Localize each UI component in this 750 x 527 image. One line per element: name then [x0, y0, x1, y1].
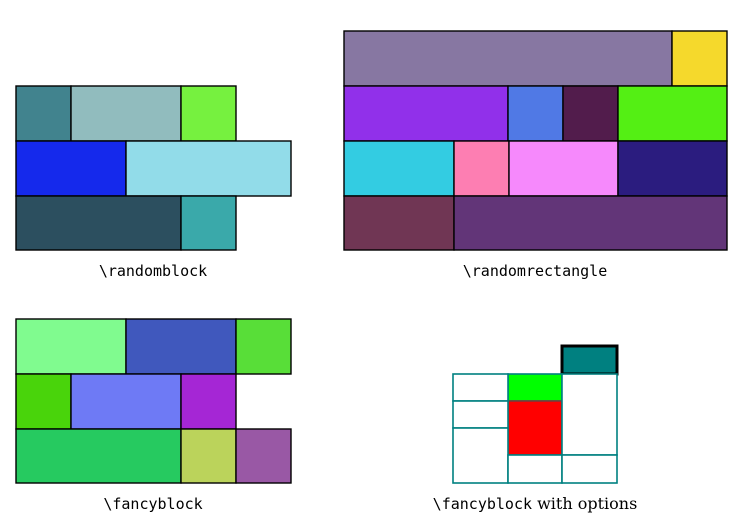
fancyblock-block-1 [125, 318, 237, 375]
fancyblock-options-block-5 [452, 427, 509, 484]
randomrectangle-block-8 [508, 140, 619, 197]
fancyblock-block-3 [15, 373, 72, 430]
randomrectangle-block-11 [453, 195, 728, 251]
randomblock-block-1 [70, 85, 182, 142]
randomblock-block-3 [15, 140, 127, 197]
caption-fancyblock-options: \fancyblock with options [432, 494, 638, 513]
fancyblock-block-8 [235, 428, 292, 484]
fancyblock-block-5 [180, 373, 237, 430]
fancyblock-options-block-0 [560, 344, 619, 376]
randomrectangle-block-0 [343, 30, 673, 87]
panel-randomrectangle [343, 30, 728, 251]
caption-randomrectangle: \randomrectangle [462, 262, 608, 280]
randomblock-block-5 [15, 195, 182, 251]
fancyblock-options-block-3 [452, 373, 509, 402]
randomrectangle-block-6 [343, 140, 455, 197]
randomrectangle-block-10 [343, 195, 455, 251]
panel-randomblock [15, 85, 292, 251]
randomrectangle-block-9 [617, 140, 728, 197]
panel-fancyblock-options [452, 344, 619, 484]
caption-fancyblock: \fancyblock [103, 495, 203, 513]
fancyblock-block-2 [235, 318, 292, 375]
fancyblock-options-block-8 [561, 454, 618, 484]
fancyblock-options-block-1 [507, 373, 563, 402]
fancyblock-options-block-6 [507, 454, 563, 484]
randomrectangle-block-7 [453, 140, 510, 197]
fancyblock-block-6 [15, 428, 182, 484]
fancyblock-options-block-2 [507, 400, 563, 456]
fancyblock-block-4 [70, 373, 182, 430]
fancyblock-options-block-7 [561, 373, 618, 456]
caption-randomblock: \randomblock [98, 262, 208, 280]
fancyblock-options-block-4 [452, 400, 509, 429]
randomrectangle-block-1 [671, 30, 728, 87]
randomblock-block-6 [180, 195, 237, 251]
randomrectangle-block-5 [617, 85, 728, 142]
randomrectangle-block-3 [507, 85, 564, 142]
randomblock-block-4 [125, 140, 292, 197]
randomblock-block-0 [15, 85, 72, 142]
fancyblock-block-0 [15, 318, 127, 375]
fancyblock-block-7 [180, 428, 237, 484]
randomblock-block-2 [180, 85, 237, 142]
randomrectangle-block-4 [562, 85, 619, 142]
randomrectangle-block-2 [343, 85, 509, 142]
panel-fancyblock [15, 318, 292, 484]
